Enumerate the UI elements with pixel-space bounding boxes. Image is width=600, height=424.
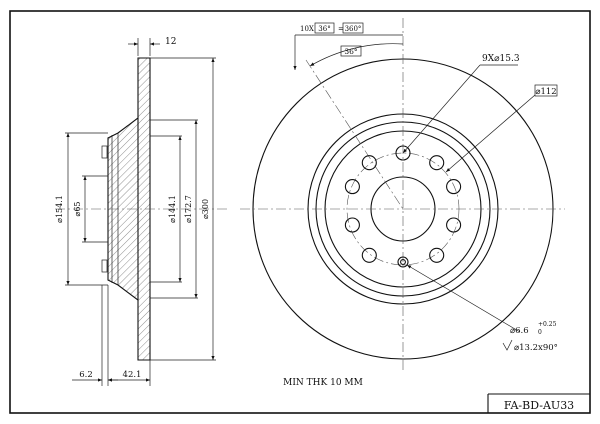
dim-154: ⌀154.1 — [55, 195, 64, 223]
bolt-holes — [344, 145, 462, 268]
dim-172: ⌀172.7 — [184, 195, 193, 223]
front-view: 10X 36° = 360° 36° 9X⌀15.3 ⌀112 ⌀6.6 +0.… — [240, 18, 565, 372]
title-block: FA-BD-AU33 — [487, 393, 590, 413]
dim-300: ⌀300 — [201, 199, 210, 219]
min-thickness-note: MIN THK 10 MM — [283, 378, 363, 388]
pattern-eq: = — [338, 25, 344, 33]
dim-thickness: 12 — [165, 37, 176, 47]
dim-offset-depth: 42.1 — [123, 370, 142, 380]
dim-offset-left: 6.2 — [79, 370, 93, 380]
part-number: FA-BD-AU33 — [504, 399, 574, 412]
side-view: 12 ⌀154.1 ⌀65 ⌀144.1 ⌀172.7 ⌀300 — [55, 37, 230, 386]
pilot-hole — [397, 256, 409, 268]
dim-pilot-tol-lower: 0 — [538, 329, 542, 336]
pattern-total: 360° — [345, 25, 362, 33]
dim-pilot-tol-upper: +0.25 — [538, 321, 557, 328]
border-frame — [9, 10, 591, 414]
dim-pcd: ⌀112 — [535, 87, 556, 97]
dim-144: ⌀144.1 — [168, 195, 177, 223]
dim-pilot: ⌀6.6 — [510, 326, 529, 336]
pattern-count: 10X — [300, 25, 314, 33]
dim-countersink: ⌀13.2x90° — [514, 343, 558, 353]
dim-65: ⌀65 — [73, 202, 82, 217]
dim-holes: 9X⌀15.3 — [482, 54, 520, 64]
pattern-angle: 36° — [318, 25, 330, 33]
dim-angle: 36° — [344, 47, 358, 56]
